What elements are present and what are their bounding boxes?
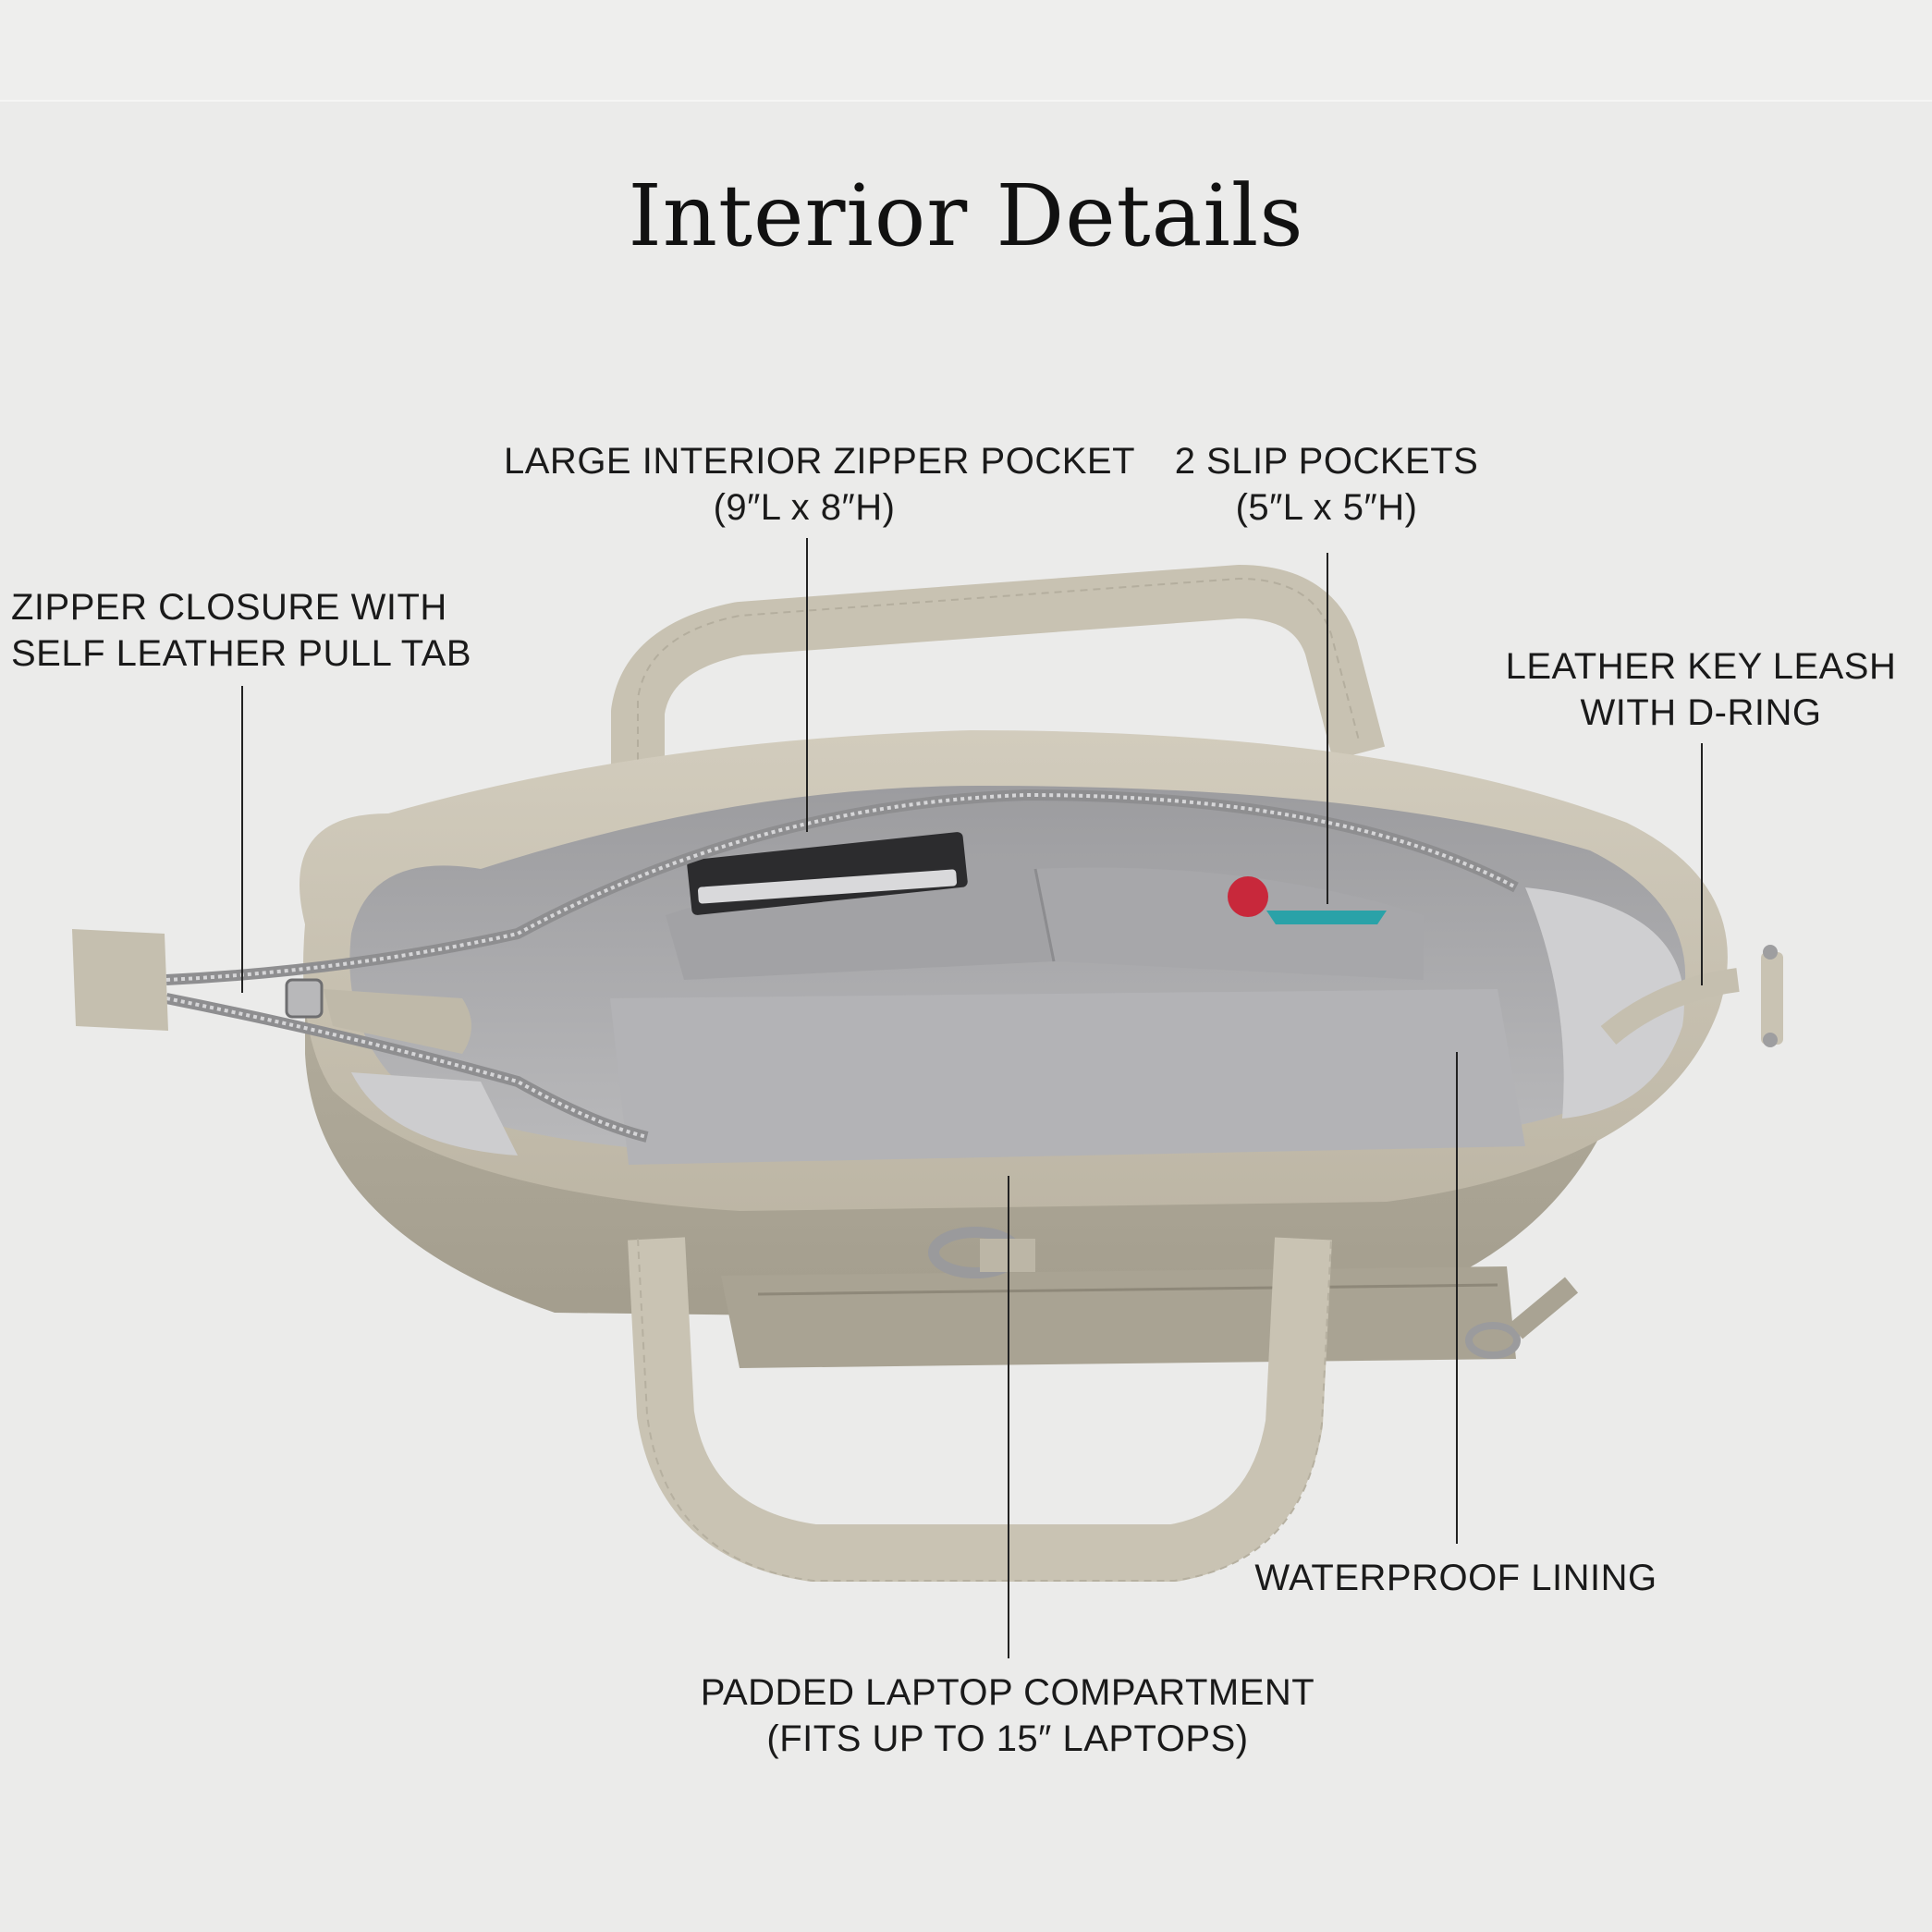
callout-zipper-pocket-line1: LARGE INTERIOR ZIPPER POCKET	[504, 441, 1136, 482]
leader-key-leash	[1701, 743, 1703, 985]
leader-zipper-closure	[241, 686, 243, 993]
callout-slip-pockets: 2 SLIP POCKETS (5″L x 5″H)	[1151, 438, 1502, 531]
leader-slip-pockets	[1327, 553, 1328, 904]
leader-zipper-pocket	[806, 538, 808, 832]
callout-key-leash-line2: WITH D-RING	[1580, 692, 1822, 733]
callout-waterproof-lining: WATERPROOF LINING	[1229, 1555, 1682, 1601]
leader-laptop-compartment	[1008, 1176, 1009, 1658]
callout-laptop-line2: (FITS UP TO 15″ LAPTOPS)	[766, 1718, 1249, 1759]
key-leash	[1465, 945, 1783, 1359]
callout-slip-pockets-line1: 2 SLIP POCKETS	[1174, 441, 1479, 482]
callout-laptop-line1: PADDED LAPTOP COMPARTMENT	[700, 1672, 1315, 1713]
page-title: Interior Details	[628, 166, 1304, 265]
zipper-track	[72, 789, 1519, 1143]
callout-lining-line1: WATERPROOF LINING	[1254, 1558, 1657, 1598]
callout-key-leash-line1: LEATHER KEY LEASH	[1505, 646, 1897, 687]
interior-lining	[349, 786, 1686, 1165]
callout-zipper-pocket-line2: (9″L x 8″H)	[713, 487, 896, 528]
front-handle	[628, 1237, 1332, 1582]
top-band	[0, 0, 1932, 102]
callout-zipper-closure: ZIPPER CLOSURE WITH SELF LEATHER PULL TA…	[11, 584, 472, 677]
callout-zipper-line2: SELF LEATHER PULL TAB	[11, 633, 472, 674]
callout-zipper-pocket: LARGE INTERIOR ZIPPER POCKET (9″L x 8″H)	[504, 438, 1136, 531]
back-handle	[611, 565, 1386, 786]
callout-laptop-compartment: PADDED LAPTOP COMPARTMENT (FITS UP TO 15…	[666, 1669, 1350, 1762]
leader-waterproof-lining	[1456, 1052, 1458, 1544]
callout-key-leash: LEATHER KEY LEASH WITH D-RING	[1488, 643, 1914, 736]
callout-slip-pockets-line2: (5″L x 5″H)	[1235, 487, 1418, 528]
callout-zipper-line1: ZIPPER CLOSURE WITH	[11, 587, 447, 628]
